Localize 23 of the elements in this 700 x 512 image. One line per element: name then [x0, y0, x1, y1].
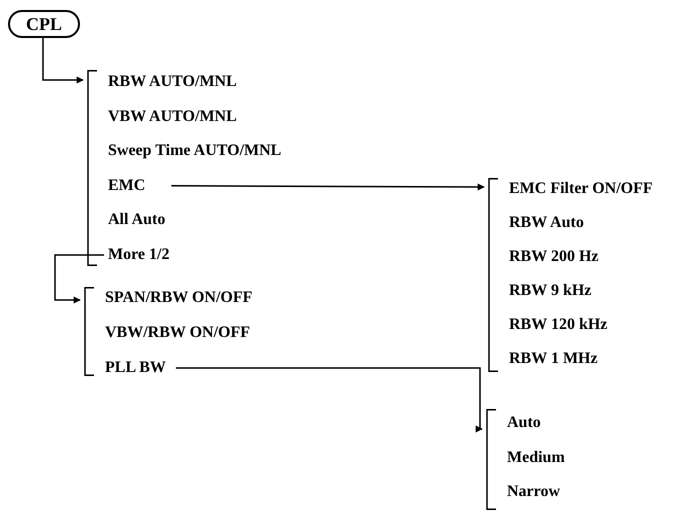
menu-item: RBW AUTO/MNL [108, 72, 237, 92]
connector-arrow [176, 367, 483, 432]
menu-item: EMC Filter ON/OFF [509, 179, 653, 199]
menu-item: RBW 9 kHz [509, 281, 592, 301]
connector-arrow [171, 183, 485, 190]
connector-arrow [54, 254, 104, 304]
menu-item: Narrow [507, 482, 560, 502]
connector-arrow [42, 38, 84, 84]
menu-item: Medium [507, 448, 565, 468]
menu-item: Auto [507, 413, 541, 433]
menu-item: More 1/2 [108, 245, 170, 265]
menu-key-button: CPL [8, 10, 80, 38]
menu-item: RBW 200 Hz [509, 247, 598, 267]
menu-item: RBW Auto [509, 213, 584, 233]
menu-item: VBW/RBW ON/OFF [105, 323, 250, 343]
menu-item: RBW 1 MHz [509, 349, 598, 369]
menu-item: PLL BW [105, 358, 166, 378]
menu-item: All Auto [108, 210, 166, 230]
menu-item: RBW 120 kHz [509, 315, 608, 335]
menu-item: VBW AUTO/MNL [108, 106, 237, 127]
menu-item: SPAN/RBW ON/OFF [105, 288, 252, 308]
menu-item: Sweep Time AUTO/MNL [108, 141, 282, 162]
menu-item: EMC [108, 176, 146, 196]
